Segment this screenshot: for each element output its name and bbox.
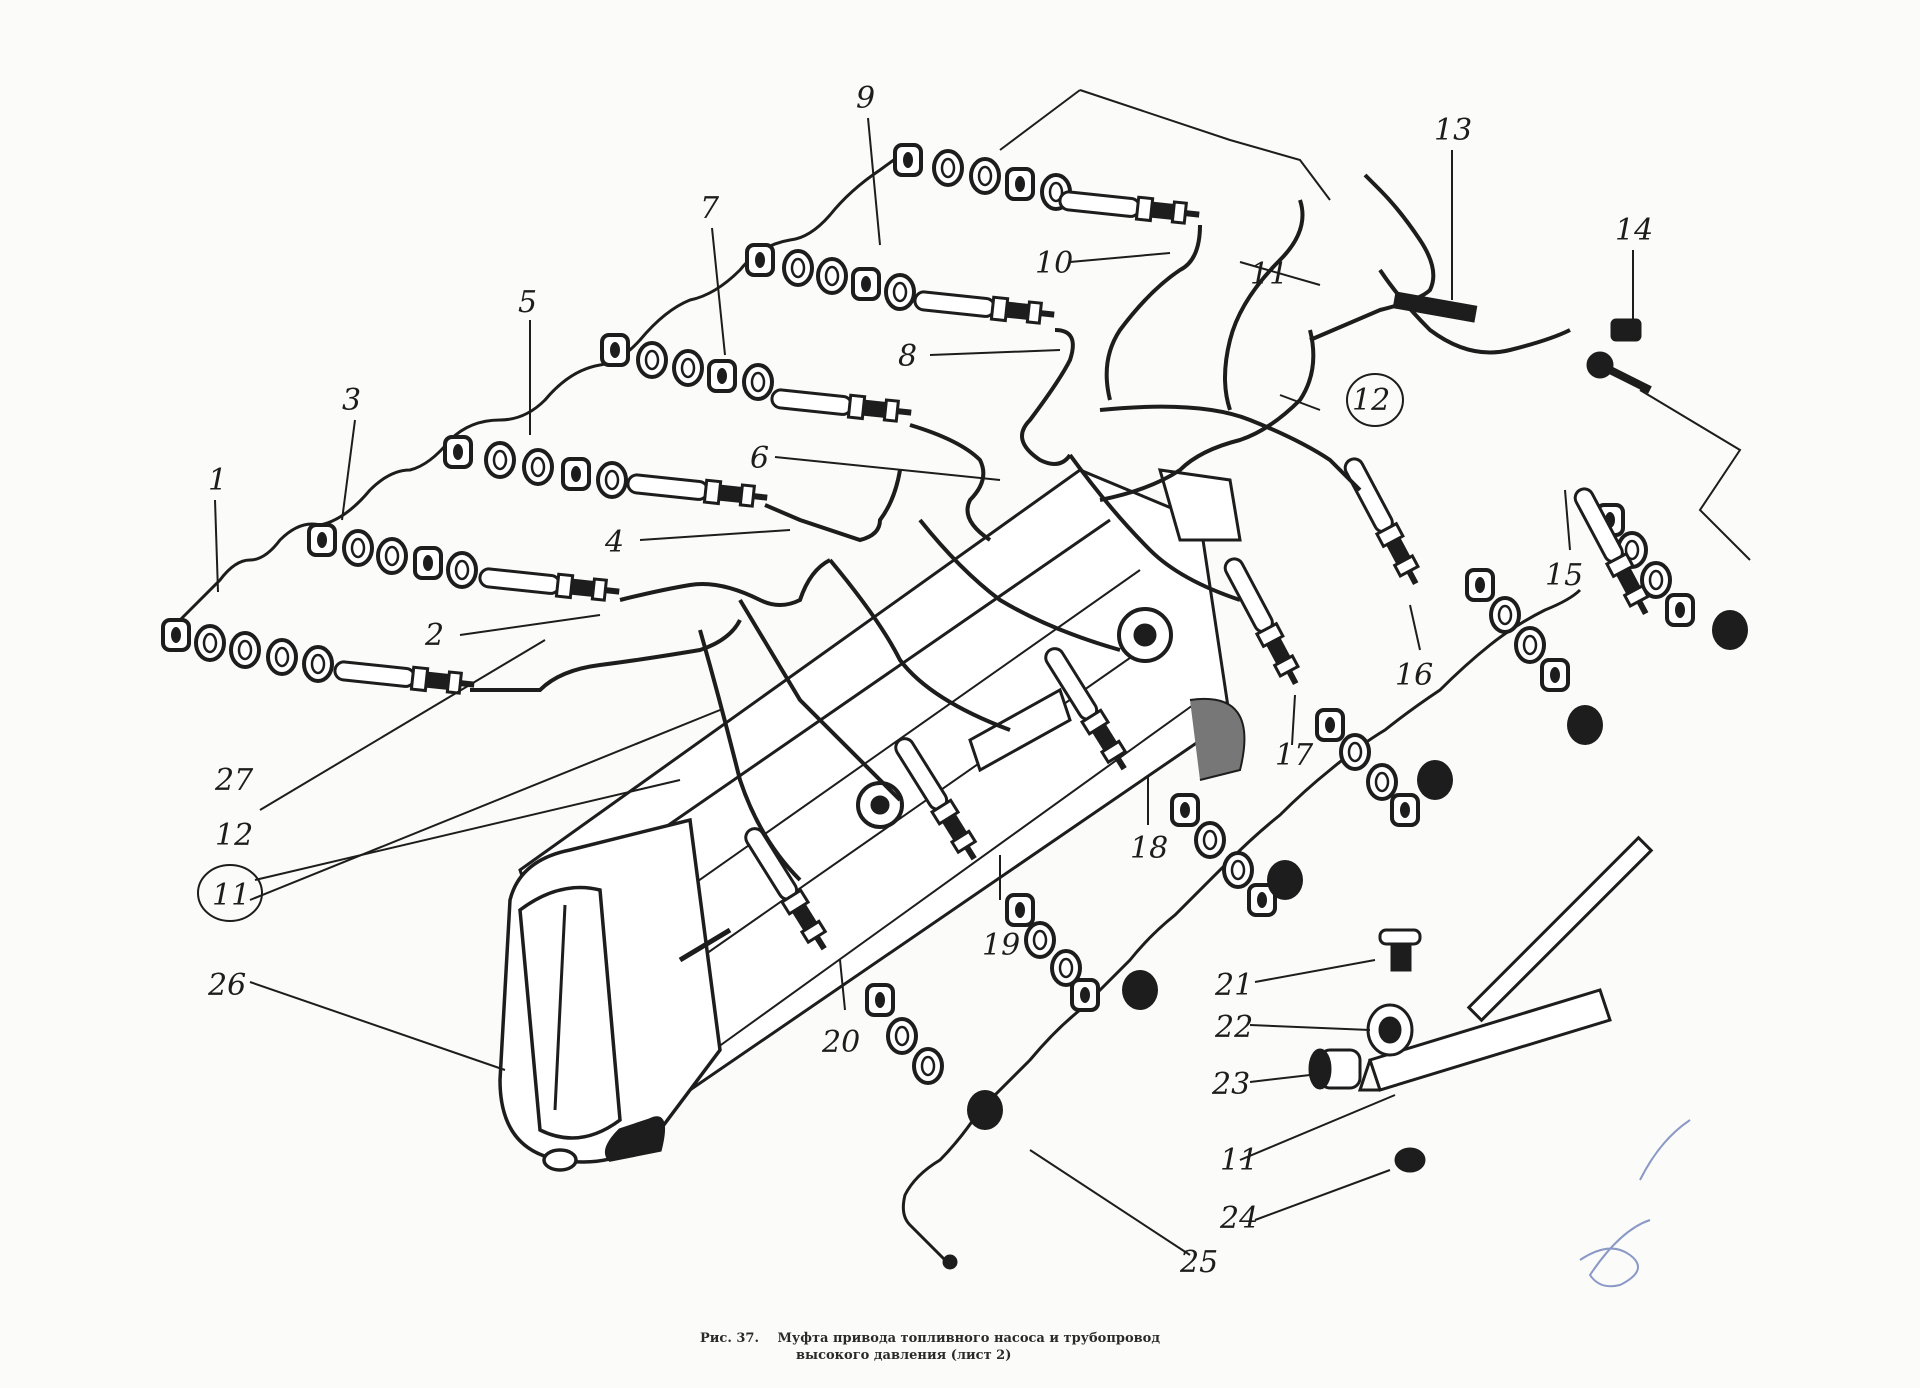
callout-11: 11 xyxy=(1250,257,1288,292)
callout-21: 21 xyxy=(1214,968,1253,1003)
callout-15: 15 xyxy=(1545,558,1583,593)
callout-1: 1 xyxy=(208,463,227,498)
callout-18: 18 xyxy=(1130,831,1168,866)
callout-4: 4 xyxy=(604,525,624,560)
leader-lines xyxy=(214,117,1634,1256)
callout-13: 13 xyxy=(1434,113,1472,148)
callout-5: 5 xyxy=(518,285,537,320)
return-line-1 xyxy=(168,148,911,632)
callout-24: 24 xyxy=(1219,1201,1258,1236)
callout-23: 23 xyxy=(1211,1067,1250,1102)
callout-22: 22 xyxy=(1214,1010,1253,1045)
caption-title-line1: Муфта привода топливного насоса и трубоп… xyxy=(777,1331,1160,1346)
high-pressure-lines xyxy=(470,173,1571,882)
brace-line-right xyxy=(1639,389,1751,561)
callout-11-left: 11 xyxy=(212,878,250,913)
figure-caption: Рис. 37. Муфта привода топливного насоса… xyxy=(700,1330,1400,1364)
callout-9: 9 xyxy=(856,81,875,116)
callout-12-left: 12 xyxy=(215,818,253,853)
callout-labels: 1 2 3 4 5 6 7 8 9 10 11 12 13 14 15 16 1… xyxy=(207,81,1653,1280)
callout-26: 26 xyxy=(207,968,246,1003)
callout-10: 10 xyxy=(1035,246,1073,281)
caption-number: Рис. 37. xyxy=(700,1331,760,1346)
caption-title-line2: высокого давления (лист 2) xyxy=(796,1348,1012,1363)
callout-25: 25 xyxy=(1179,1245,1218,1280)
callout-3: 3 xyxy=(342,383,361,418)
callout-12: 12 xyxy=(1352,383,1390,418)
callout-14: 14 xyxy=(1615,213,1653,248)
callout-8: 8 xyxy=(898,339,917,374)
small-parts xyxy=(1308,291,1654,1173)
callout-2: 2 xyxy=(424,618,444,653)
ink-stamp-scribble xyxy=(1579,1119,1691,1288)
callout-6: 6 xyxy=(750,441,769,476)
callout-19: 19 xyxy=(982,928,1020,963)
callout-7: 7 xyxy=(700,191,720,226)
callout-circles xyxy=(197,373,1404,922)
return-line-25 xyxy=(901,588,1582,1270)
coupling-housing xyxy=(498,817,732,1172)
callout-17: 17 xyxy=(1275,738,1314,773)
callout-20: 20 xyxy=(821,1025,860,1060)
brace-line xyxy=(999,89,1331,201)
return-line-25-fittings xyxy=(865,503,1748,1130)
callout-11-bottom: 11 xyxy=(1220,1143,1258,1178)
callout-16: 16 xyxy=(1395,658,1433,693)
callout-27: 27 xyxy=(214,763,254,798)
